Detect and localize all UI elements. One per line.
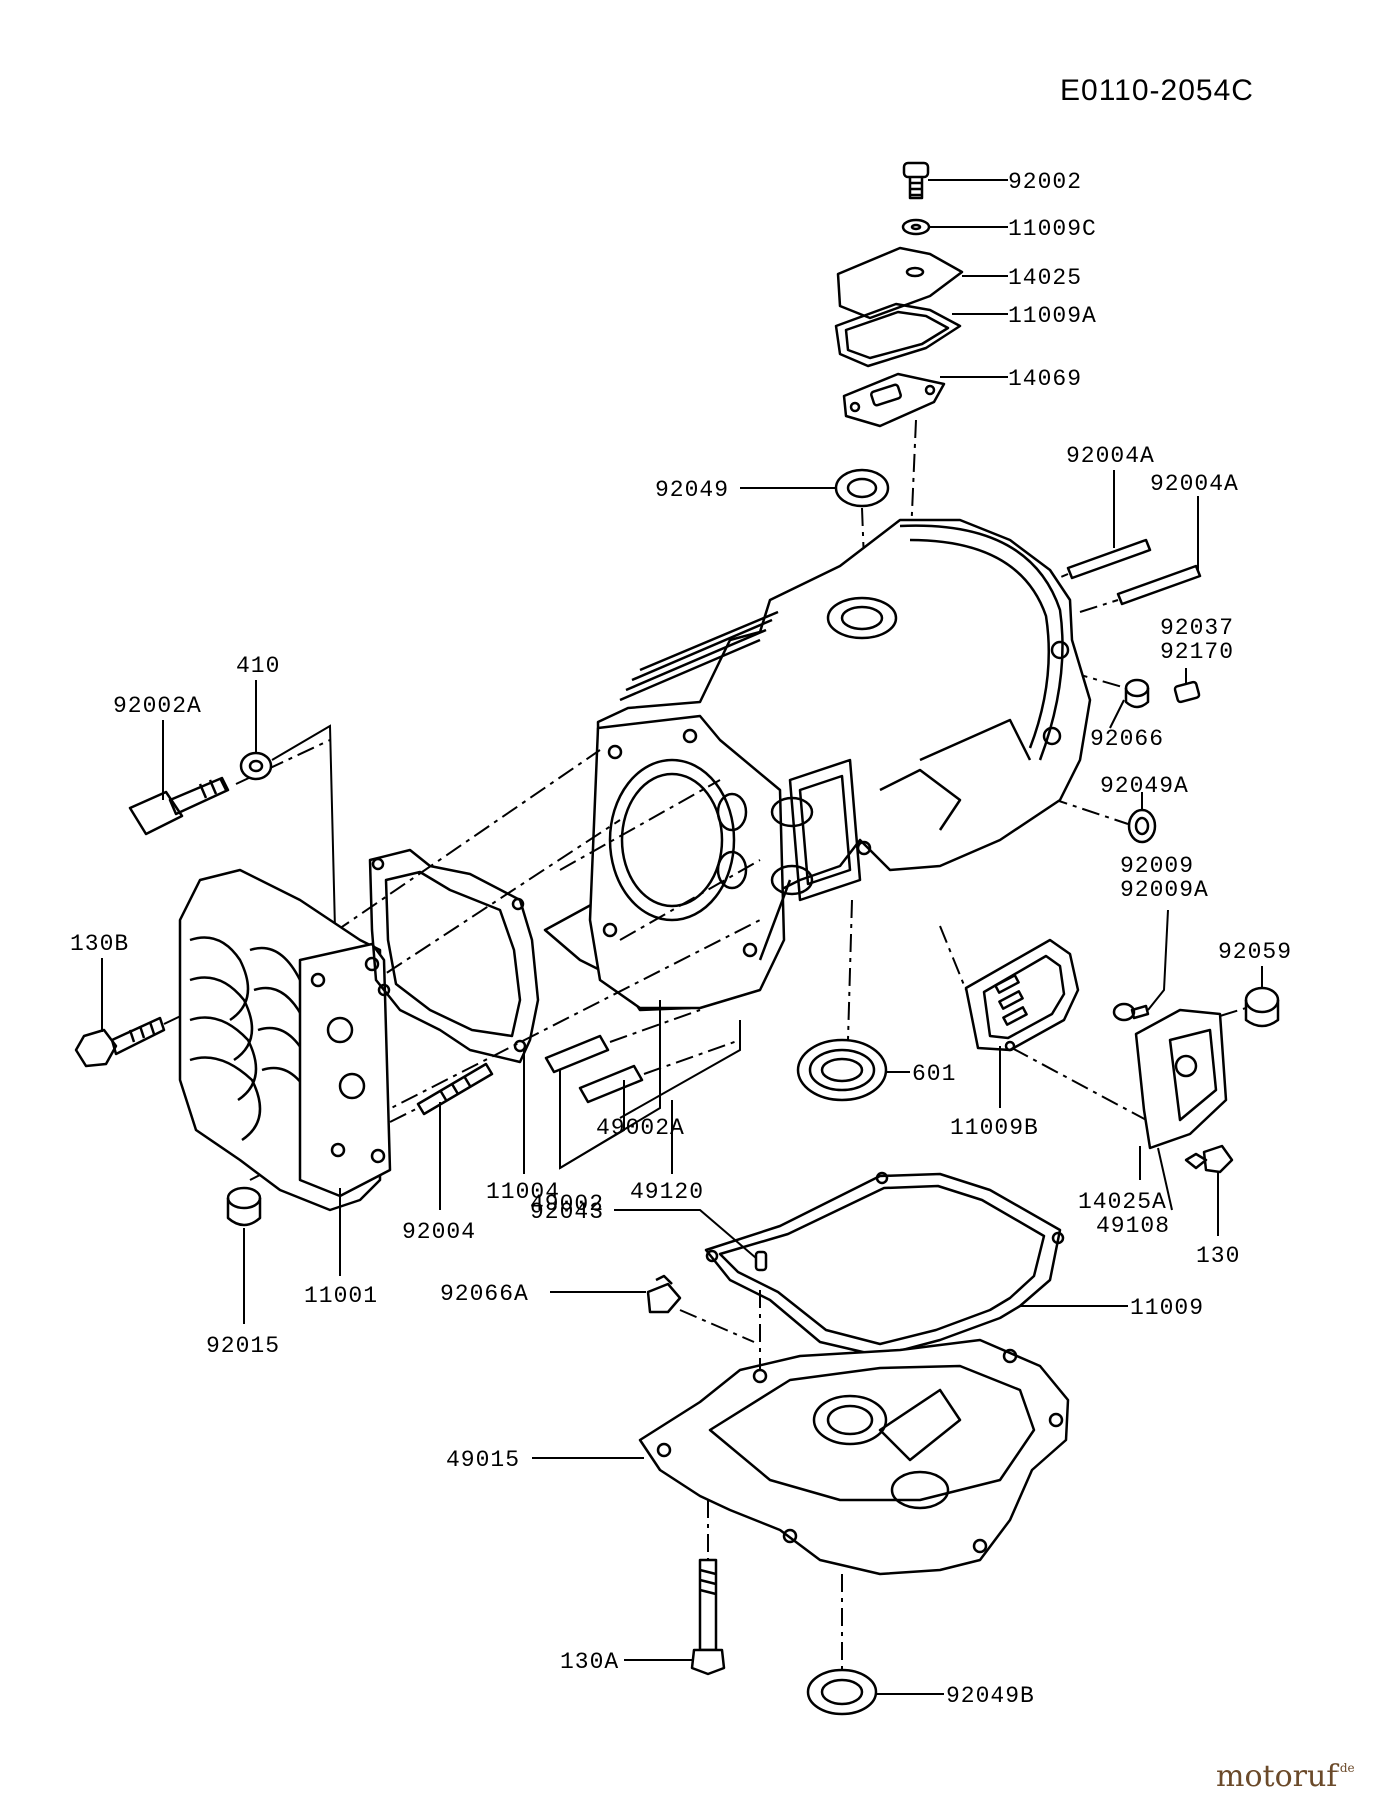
clip-92170 <box>1173 668 1201 704</box>
cylinder-face <box>588 714 786 1010</box>
bolt-130 <box>1184 1144 1234 1236</box>
label-92037: 92037 <box>1160 615 1234 641</box>
label-92049: 92049 <box>655 477 729 503</box>
gasket-11009b <box>939 925 1151 1123</box>
label-130a: 130A <box>560 1649 619 1675</box>
label-11009a: 11009A <box>1008 303 1097 329</box>
label-11004: 11004 <box>486 1179 560 1205</box>
pins-49002 <box>544 1000 741 1174</box>
label-92009a: 92009A <box>1120 877 1209 903</box>
pin-92043 <box>614 1209 768 1272</box>
label-410: 410 <box>236 653 280 679</box>
dowel-92015 <box>226 1186 262 1324</box>
oil-seal-92049a <box>1049 792 1157 844</box>
stud-92004a-1 <box>1066 538 1152 580</box>
label-92066a: 92066A <box>440 1281 529 1307</box>
crankcase-block <box>543 518 1092 1012</box>
label-92059: 92059 <box>1218 939 1292 965</box>
stud-92004 <box>389 1062 494 1210</box>
bolt-92002-head <box>902 161 930 179</box>
head-bolt-92002a <box>128 720 331 836</box>
bearing-601 <box>796 899 910 1102</box>
label-130: 130 <box>1196 1243 1240 1269</box>
label-14069: 14069 <box>1008 366 1082 392</box>
bolt-92002-shank <box>908 177 924 200</box>
watermark-suffix: .de <box>1336 1761 1355 1775</box>
label-92004a-2: 92004A <box>1150 471 1239 497</box>
label-49015: 49015 <box>446 1447 520 1473</box>
spacer-92059 <box>1219 966 1280 1028</box>
label-92049a: 92049A <box>1100 773 1189 799</box>
label-130b: 130B <box>70 931 129 957</box>
bolt-130a <box>624 1500 726 1676</box>
label-92002: 92002 <box>1008 169 1082 195</box>
label-49002: 49002 <box>530 1191 604 1217</box>
label-92015: 92015 <box>206 1333 280 1359</box>
label-11009b: 11009B <box>950 1115 1039 1141</box>
gasket-11009a <box>834 302 962 368</box>
oil-seal-92049b <box>806 1574 944 1716</box>
label-49108: 49108 <box>1096 1213 1170 1239</box>
watermark-text: motoruf <box>1216 1759 1339 1794</box>
label-49120: 49120 <box>630 1179 704 1205</box>
label-92066: 92066 <box>1090 726 1164 752</box>
head-gasket-11004 <box>368 848 540 1174</box>
cylinder-head-11001 <box>178 868 392 1276</box>
bolt-92002a-head <box>128 790 184 836</box>
label-11001: 11001 <box>304 1283 378 1309</box>
oil-pan-49015 <box>532 1290 1070 1576</box>
label-49002a: 49002A <box>596 1115 685 1141</box>
label-92004: 92004 <box>402 1219 476 1245</box>
pin-49002a <box>578 1064 644 1104</box>
cover-14025a <box>1134 1008 1228 1211</box>
label-92043: 92043 <box>530 1199 604 1225</box>
watermark-logo: motoruf .de <box>1216 1759 1355 1794</box>
washer-11009c <box>901 218 931 236</box>
oil-seal-92049 <box>740 468 890 616</box>
label-92004a-1: 92004A <box>1066 443 1155 469</box>
pin-49002 <box>544 1034 610 1074</box>
gasket-11009 <box>704 1171 1128 1361</box>
cylinder-bore <box>608 758 736 922</box>
label-92170: 92170 <box>1160 639 1234 665</box>
label-11009c: 11009C <box>1008 216 1097 242</box>
cover-14025 <box>836 246 964 320</box>
label-11009: 11009 <box>1130 1295 1204 1321</box>
label-92049b: 92049B <box>946 1683 1035 1709</box>
label-14025a: 14025A <box>1078 1189 1167 1215</box>
bolt-92009 <box>1112 909 1169 1022</box>
label-92009: 92009 <box>1120 853 1194 879</box>
stud-92004a-2 <box>1116 564 1202 606</box>
diagram-code: E0110-2054C <box>1060 74 1254 107</box>
label-92002a: 92002A <box>113 693 202 719</box>
label-14025: 14025 <box>1008 265 1082 291</box>
label-601: 601 <box>912 1061 956 1087</box>
plug-92066a <box>550 1274 755 1343</box>
